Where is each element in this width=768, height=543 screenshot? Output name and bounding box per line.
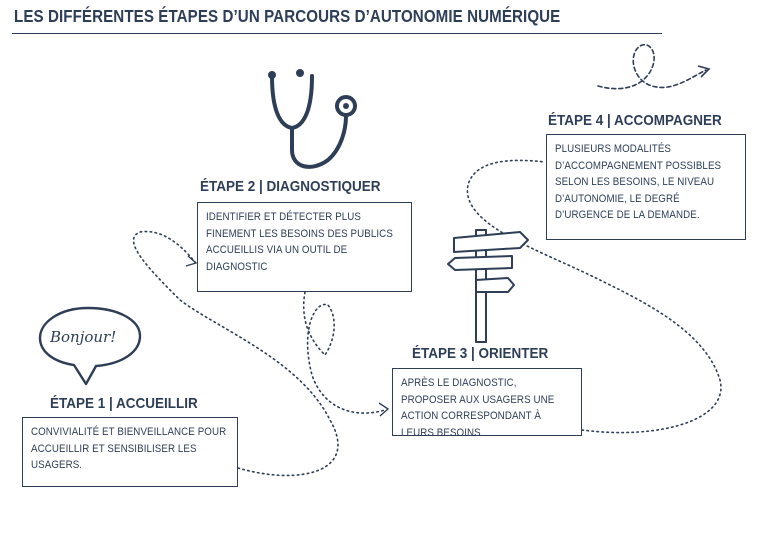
step-1-box: CONVIVIALITÉ ET BIENVEILLANCE POUR ACCUE… [22,417,238,487]
connector-step2-step3 [302,291,386,414]
connector-step1-step2 [132,230,339,477]
step-4-text: PLUSIEURS MODALITÉS D’ACCOMPAGNEMENT POS… [555,143,722,222]
connector-step3-step4 [466,159,722,434]
loop-arrow-icon [597,43,711,90]
stethoscope-icon [268,69,357,169]
connector-arrowhead-step3 [378,402,390,417]
step-2-text: IDENTIFIER ET DÉTECTER PLUS FINEMENT LES… [206,211,393,273]
title-underline [12,33,662,34]
signpost-icon [447,229,529,343]
step-4-box: PLUSIEURS MODALITÉS D’ACCOMPAGNEMENT POS… [546,134,746,240]
step-3-box: APRÈS LE DIAGNOSTIC, PROPOSER AUX USAGER… [392,368,582,439]
step-1-heading: ÉTAPE 1 | ACCUEILLIR [50,395,198,412]
connector-arrowhead-step2 [185,255,198,267]
step-4-heading: ÉTAPE 4 | ACCOMPAGNER [548,112,722,129]
step-2-box: IDENTIFIER ET DÉTECTER PLUS FINEMENT LES… [197,202,412,292]
speech-bubble-icon: Bonjour! [38,306,142,386]
step-2-heading: ÉTAPE 2 | DIAGNOSTIQUER [200,178,381,195]
step-3-heading: ÉTAPE 3 | ORIENTER [412,345,549,362]
page-title: LES DIFFÉRENTES ÉTAPES D’UN PARCOURS D’A… [14,6,561,26]
step-1-text: CONVIVIALITÉ ET BIENVEILLANCE POUR ACCUE… [31,426,227,472]
step-3-text: APRÈS LE DIAGNOSTIC, PROPOSER AUX USAGER… [401,377,555,439]
bubble-text: Bonjour! [49,328,116,346]
